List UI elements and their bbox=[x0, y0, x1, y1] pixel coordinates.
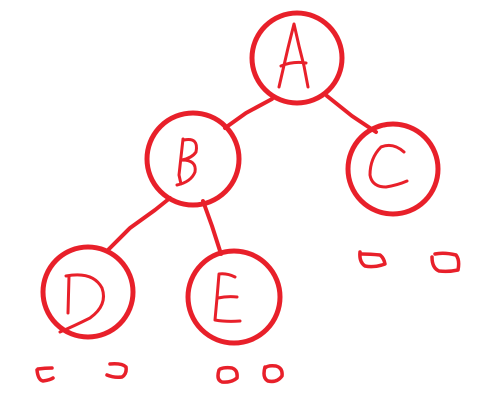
empty-child-d-left bbox=[35, 366, 55, 383]
node-d-circle bbox=[40, 244, 136, 340]
edge-b-d bbox=[106, 196, 172, 252]
node-d-label bbox=[58, 273, 105, 334]
empty-children-layer bbox=[35, 250, 461, 384]
node-b bbox=[144, 110, 242, 208]
node-b-circle bbox=[144, 110, 242, 208]
node-d bbox=[40, 244, 136, 340]
node-e bbox=[185, 248, 283, 346]
empty-child-e-right bbox=[262, 364, 284, 384]
node-e-circle bbox=[185, 248, 283, 346]
empty-child-c-right bbox=[430, 251, 461, 274]
empty-child-d-right bbox=[105, 362, 128, 379]
nodes-layer bbox=[40, 10, 441, 346]
node-c-label bbox=[368, 143, 409, 189]
edges-layer bbox=[106, 94, 378, 256]
node-c bbox=[345, 121, 441, 217]
edge-a-b bbox=[223, 97, 274, 130]
node-a-circle bbox=[249, 10, 345, 106]
node-a bbox=[249, 10, 345, 106]
edge-b-e bbox=[201, 199, 223, 256]
empty-child-c-left bbox=[358, 250, 387, 269]
node-e-label bbox=[213, 272, 242, 323]
node-b-label bbox=[175, 137, 198, 187]
edge-a-c bbox=[325, 94, 378, 134]
node-c-circle bbox=[345, 121, 441, 217]
empty-child-e-left bbox=[216, 365, 239, 384]
node-a-label bbox=[277, 22, 310, 89]
